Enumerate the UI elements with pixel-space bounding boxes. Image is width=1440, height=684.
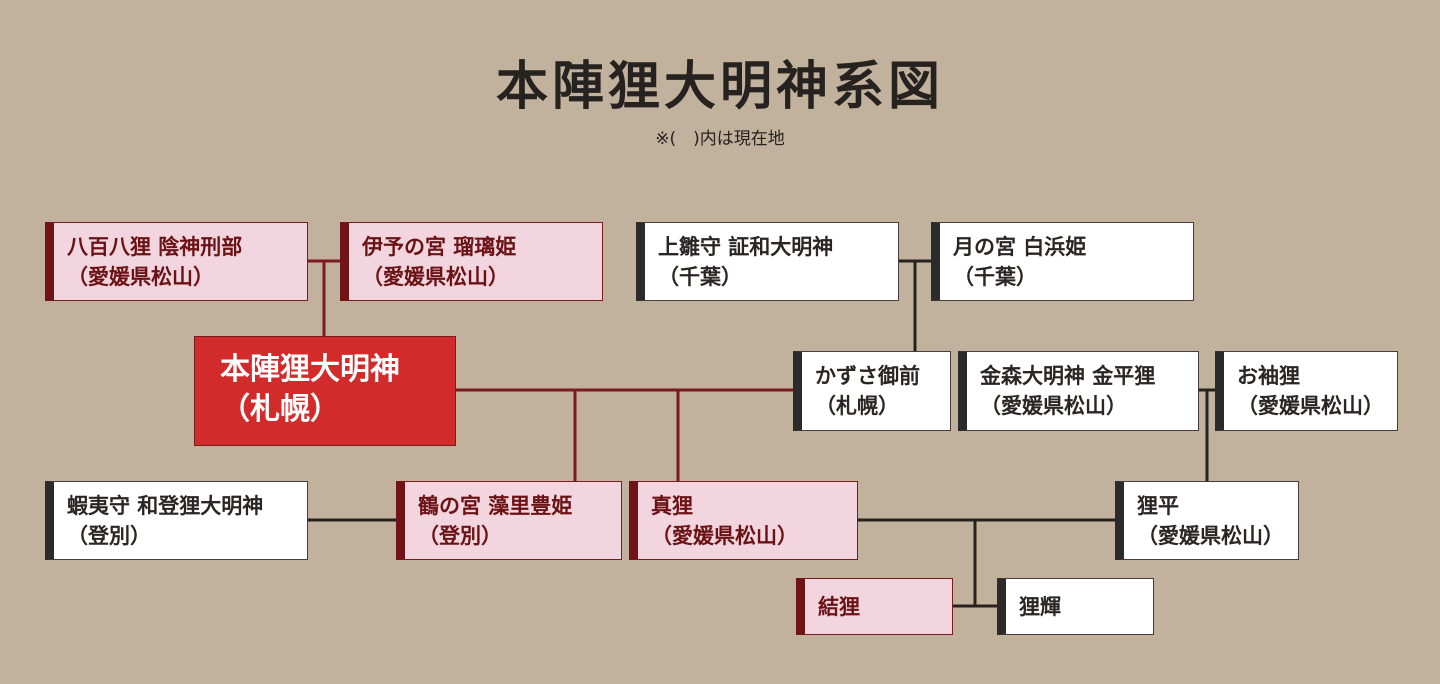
node-kazusa: かずさ御前 （札幌） [793,351,951,431]
node-iyonomiya: 伊予の宮 瑠璃姫 （愛媛県松山） [340,222,603,301]
node-name: お袖狸 [1237,364,1300,388]
node-place: （札幌） [815,394,899,418]
node-madanuki: 真狸 （愛媛県松山） [629,481,858,560]
node-place: （千葉） [658,265,742,289]
node-place: （愛媛県松山） [651,524,798,548]
node-name: 結狸 [818,595,860,619]
node-name: 真狸 [651,494,693,518]
node-name: 伊予の宮 瑠璃姫 [362,235,517,259]
node-place: （愛媛県松山） [980,394,1127,418]
node-yaobahachi: 八百八狸 陰神刑部 （愛媛県松山） [45,222,308,301]
node-tsukinomiya: 月の宮 白浜姫 （千葉） [931,222,1194,301]
connector-children-honjin [573,390,680,481]
node-osode: お袖狸 （愛媛県松山） [1215,351,1398,431]
node-name: 蝦夷守 和登狸大明神 [67,494,264,518]
node-place: （愛媛県松山） [1237,394,1384,418]
node-place: （愛媛県松山） [67,265,214,289]
node-tsurunomiya: 鶴の宮 藻里豊姫 （登別） [396,481,622,560]
node-kanamori: 金森大明神 金平狸 （愛媛県松山） [958,351,1199,431]
node-tanuki-teru: 狸輝 [997,578,1154,635]
node-name: 鶴の宮 藻里豊姫 [418,494,573,518]
node-place: （愛媛県松山） [362,265,509,289]
connector-parents-kazusa [898,259,932,351]
node-name: 金森大明神 金平狸 [980,364,1156,388]
node-place: （札幌） [220,392,340,427]
node-place: （登別） [418,524,502,548]
node-yuidanuki: 結狸 [796,578,953,635]
node-place: （千葉） [953,265,1037,289]
node-name: 狸平 [1137,494,1179,518]
node-place: （登別） [67,524,151,548]
connector-parents-honjin [307,259,341,336]
location-note: ※( )内は現在地 [655,129,785,149]
diagram-title: 本陣狸大明神系図 [495,57,944,117]
connector-parents-tanuhei [1198,388,1216,481]
node-name: 月の宮 白浜姫 [953,235,1087,259]
node-place: （愛媛県松山） [1137,524,1284,548]
node-name: かずさ御前 [815,364,920,388]
node-name: 八百八狸 陰神刑部 [67,235,243,259]
node-honjin: 本陣狸大明神 （札幌） [194,336,456,446]
node-name: 狸輝 [1019,595,1061,619]
node-name: 上雛守 証和大明神 [658,235,834,259]
connector-children-madanuki [952,520,998,608]
node-tanuhei: 狸平 （愛媛県松山） [1115,481,1299,560]
node-kamihina: 上雛守 証和大明神 （千葉） [636,222,899,301]
node-ezo: 蝦夷守 和登狸大明神 （登別） [45,481,308,560]
node-name: 本陣狸大明神 [220,352,400,387]
